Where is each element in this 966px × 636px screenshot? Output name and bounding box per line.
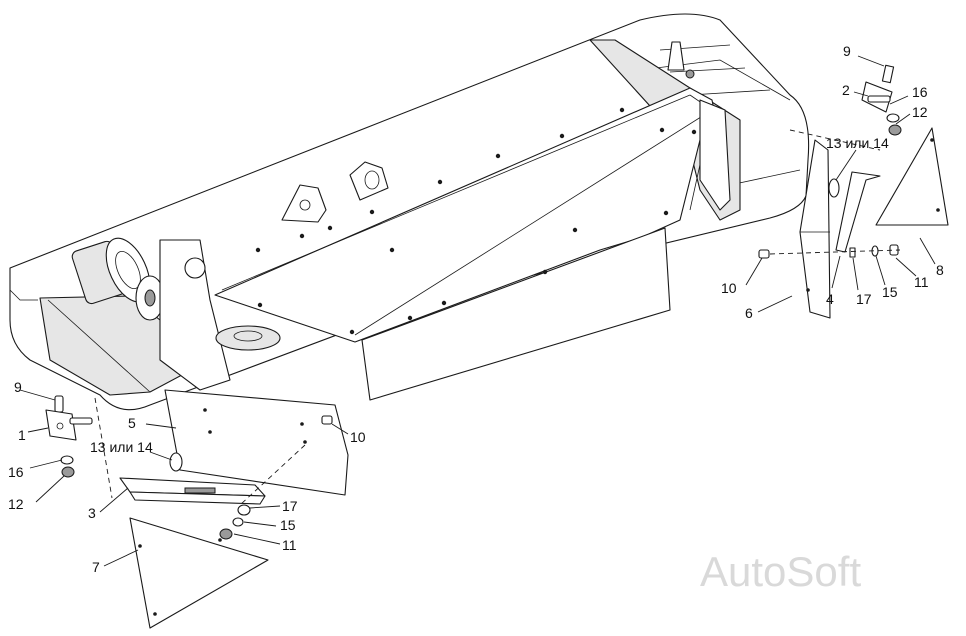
callout-2: 2 xyxy=(842,82,850,98)
pulley-assembly xyxy=(71,237,281,391)
hood-fastener-dots xyxy=(255,107,697,335)
callout-8: 8 xyxy=(936,262,944,278)
callout-labels: 9 2 16 12 13 или 14 10 6 4 17 15 11 8 9 … xyxy=(8,43,944,575)
callout-1: 1 xyxy=(18,427,26,443)
callout-12-left: 12 xyxy=(8,496,24,512)
callout-10-left: 10 xyxy=(350,429,366,445)
callout-6: 6 xyxy=(745,305,753,321)
callout-15-left: 15 xyxy=(280,517,296,533)
hood-panel xyxy=(214,87,731,401)
callout-16-right: 16 xyxy=(912,84,928,100)
callout-17-left: 17 xyxy=(282,498,298,514)
callout-9-right: 9 xyxy=(843,43,851,59)
leader-lines xyxy=(19,55,936,567)
callout-10-right: 10 xyxy=(721,280,737,296)
callout-11-right: 11 xyxy=(914,274,929,290)
callout-13-or-14-right: 13 или 14 xyxy=(826,135,889,151)
upper-brackets xyxy=(281,41,695,223)
callout-9-left: 9 xyxy=(14,379,22,395)
right-hardware xyxy=(758,64,949,319)
watermark-text: AutoSoft xyxy=(700,548,861,595)
callout-5: 5 xyxy=(128,415,136,431)
callout-4: 4 xyxy=(826,291,834,307)
callout-11-left: 11 xyxy=(282,537,297,553)
callout-16-left: 16 xyxy=(8,464,24,480)
callout-12-right: 12 xyxy=(912,104,928,120)
callout-17-right: 17 xyxy=(856,291,872,307)
callout-15-right: 15 xyxy=(882,284,898,300)
callout-13-or-14-left: 13 или 14 xyxy=(90,439,153,455)
callout-7: 7 xyxy=(92,559,100,575)
left-hardware xyxy=(45,389,349,629)
callout-3: 3 xyxy=(88,505,96,521)
